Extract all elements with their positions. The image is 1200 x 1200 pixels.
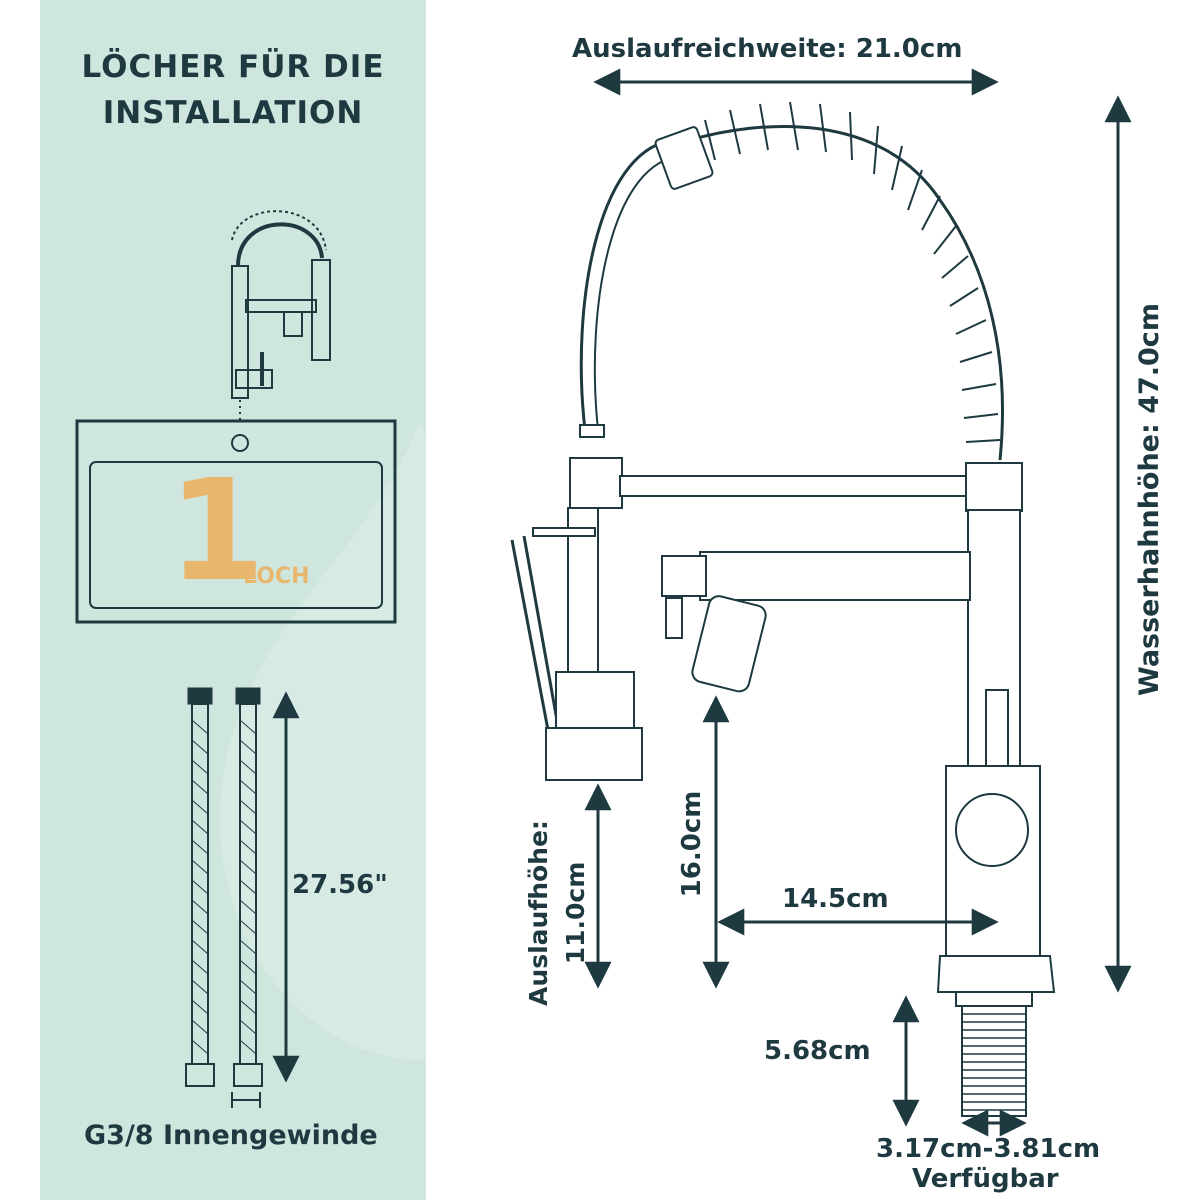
spout-reach-label: Auslaufreichweite: 21.0cm [572,34,963,64]
spout-height-label: Auslaufhöhe: 11.0cm [520,798,594,1028]
base-width-label: 14.5cm [782,884,889,914]
spout-height-title: Auslaufhöhe: [524,820,553,1006]
panel-title-line2: INSTALLATION [102,95,364,131]
deck-note-label: Verfügbar [912,1164,1059,1194]
hose-thread-label: G3/8 Innengewinde [84,1120,378,1151]
installation-panel [40,0,426,1200]
hose-length-label: 27.56" [292,870,388,900]
sprayer-height-label: 16.0cm [677,790,707,898]
hole-count: 1 [168,450,266,613]
panel-title-line1: LÖCHER FÜR DIE [81,49,385,85]
sink-top-view [75,419,397,624]
hole-unit: LOCH [243,564,310,589]
shank-length-label: 5.68cm [764,1036,871,1066]
faucet-thumbnail [231,210,331,420]
spout-height-value: 11.0cm [561,861,590,965]
water-hoses [185,687,263,1108]
panel-title: LÖCHER FÜR DIE INSTALLATION [40,44,426,136]
deck-thickness-label: 3.17cm-3.81cm [876,1134,1101,1164]
faucet-height-label: Wasserhahnhöhe: 47.0cm [1134,303,1165,696]
mount-hole-icon [231,434,249,452]
